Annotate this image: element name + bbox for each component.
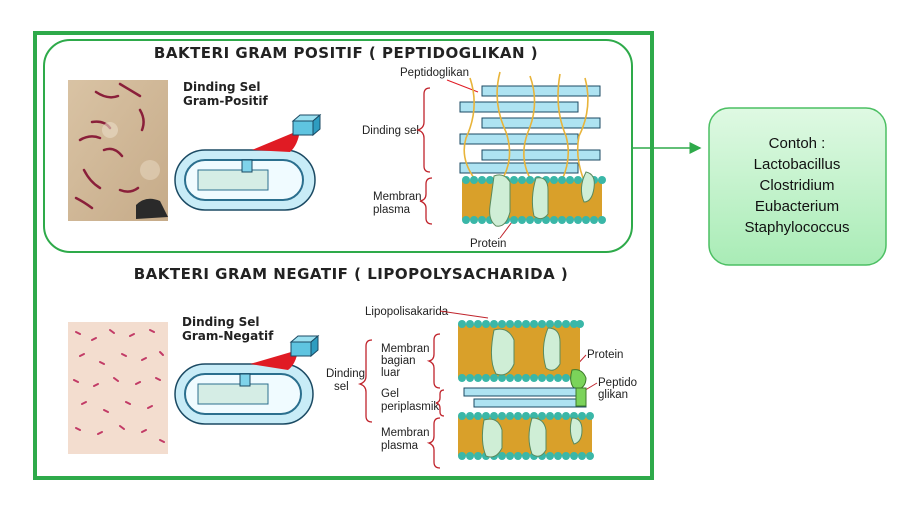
- examples-heading: Contoh :: [769, 135, 826, 152]
- pointer-line: [439, 310, 489, 319]
- label-membran-plasma-2: plasma: [381, 440, 419, 452]
- example-item: Staphylococcus: [744, 219, 849, 236]
- label-lipopolisakarida: Lipopolisakarida: [365, 306, 449, 318]
- label-dinding-sel: Dinding sel: [362, 125, 419, 137]
- label-peptidoglikan: Peptidoglikan: [400, 67, 469, 79]
- positive-frame: [43, 39, 633, 253]
- outer-frame: [33, 31, 654, 480]
- bracket: [426, 333, 441, 389]
- examples-box: [708, 107, 887, 266]
- positive-zoom-wedge: [252, 130, 300, 152]
- positive-cell-label: Dinding Sel: [183, 80, 261, 94]
- negative-zoom-cube: [289, 334, 320, 358]
- label-protein: Protein: [470, 238, 506, 250]
- bracket: [435, 389, 445, 417]
- label-peptidoglikan-negative-2: glikan: [598, 389, 628, 401]
- positive-zoom-cube: [291, 113, 322, 137]
- example-item: Eubacterium: [755, 198, 839, 215]
- bracket: [415, 87, 431, 173]
- negative-plasma-membrane: [458, 412, 594, 460]
- label-dinding: Dinding: [326, 368, 365, 380]
- label-sel: sel: [334, 381, 349, 393]
- negative-micrograph: [68, 322, 168, 454]
- negative-cell-label: Dinding Sel: [182, 315, 260, 329]
- bracket: [357, 339, 373, 423]
- label-membran-luar: Membran: [381, 343, 430, 355]
- label-protein-negative: Protein: [587, 349, 623, 361]
- positive-plasma-membrane: [462, 171, 606, 227]
- example-item: Lactobacillus: [754, 156, 841, 173]
- bracket: [419, 177, 433, 225]
- positive-micrograph: [68, 80, 168, 221]
- pointer-line: [499, 221, 513, 239]
- label-membran: Membran: [373, 191, 422, 203]
- label-gel: Gel: [381, 388, 399, 400]
- label-peptidoglikan-negative: Peptido: [598, 377, 637, 389]
- negative-cell-label-2: Gram-Negatif: [182, 329, 274, 343]
- label-plasma: plasma: [373, 204, 411, 216]
- positive-peptidoglycan-layers: [459, 71, 601, 183]
- positive-title: BAKTERI GRAM POSITIF ( PEPTIDOGLIKAN ): [154, 44, 538, 62]
- negative-peptidoglycan-layer: [463, 387, 587, 408]
- bracket: [426, 417, 441, 469]
- positive-cell-label-2: Gram-Positif: [183, 94, 268, 108]
- negative-zoom-wedge: [250, 350, 298, 370]
- label-membran-luar-2: bagian: [381, 355, 416, 367]
- negative-outer-membrane: [458, 320, 587, 391]
- label-membran-luar-3: luar: [381, 367, 400, 379]
- label-gel-2: periplasmik: [381, 401, 439, 413]
- negative-title: BAKTERI GRAM NEGATIF ( LIPOPOLYSACHARIDA…: [134, 265, 569, 283]
- example-item: Clostridium: [759, 177, 834, 194]
- negative-rod-cell: [174, 363, 314, 425]
- label-membran-plasma: Membran: [381, 427, 430, 439]
- positive-rod-cell: [174, 149, 316, 211]
